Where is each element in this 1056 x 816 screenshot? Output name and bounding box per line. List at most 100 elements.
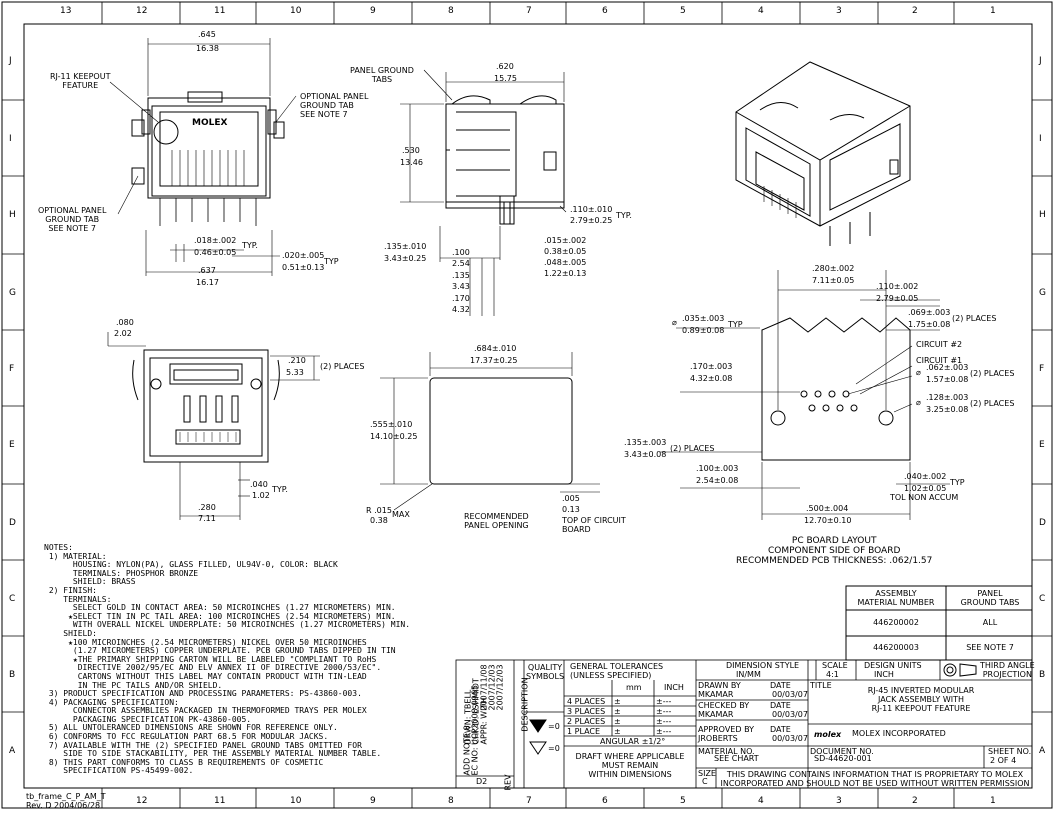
zone-bottom: 10: [290, 796, 302, 806]
dim-label: 16.38: [196, 44, 219, 53]
date-label: DATE: [770, 681, 791, 690]
dim-label: (2) PLACES: [952, 314, 997, 323]
tol-value: ±---: [656, 697, 672, 706]
dim-label: .637: [198, 266, 216, 275]
dim-style-label: DIMENSION STYLE: [726, 661, 800, 670]
dim-label: (2) PLACES: [320, 362, 365, 371]
zone-right: G: [1039, 288, 1046, 298]
assembly-cell: SEE NOTE 7: [966, 643, 1014, 652]
tol-3-places: 3 PLACES: [567, 707, 606, 716]
tol-value: ±: [614, 697, 621, 706]
dim-label: TYP.: [242, 241, 258, 250]
dim-label: (2) PLACES: [970, 399, 1015, 408]
bottom-view: [107, 332, 320, 520]
dim-label: 2.79±0.05: [876, 294, 919, 303]
approved-by-label: APPROVED BY: [698, 725, 755, 734]
dim-label: .100: [452, 248, 470, 257]
dim-label: 2.54: [452, 259, 470, 268]
title-label: TITLE: [810, 681, 832, 690]
zone-top: 2: [912, 6, 918, 16]
rev-letter: D2: [476, 777, 488, 786]
notes-block: NOTES: 1) MATERIAL: HOUSING: NYLON(PA), …: [44, 543, 464, 776]
dim-label: 0.13: [562, 505, 580, 514]
dim-label: 1.02±0.05: [904, 484, 947, 493]
panel-ground-tabs-label: PANEL GROUND TABS: [350, 66, 414, 84]
dim-label: 14.10±0.25: [370, 432, 418, 441]
recommended-panel-label: RECOMMENDED PANEL OPENING: [464, 512, 529, 530]
note-line: TERMINALS:: [44, 594, 112, 604]
zone-right: E: [1039, 440, 1045, 450]
dim-label: 1.22±0.13: [544, 269, 587, 278]
zone-left: B: [9, 670, 16, 680]
tol-value: ±---: [656, 727, 672, 736]
material-no: SEE CHART: [714, 754, 759, 763]
drawn-by: MKAMAR: [698, 690, 734, 699]
zone-top: 13: [60, 6, 72, 16]
note-line: ★100 MICROINCHES (2.54 MICROMETERS) NICK…: [44, 637, 367, 647]
dim-label: ⌀: [672, 318, 677, 327]
zone-bottom: 6: [602, 796, 608, 806]
drawn-date: 00/03/07: [772, 690, 808, 699]
tol-inch-header: INCH: [664, 683, 684, 692]
circuit-2-label: CIRCUIT #2: [916, 340, 963, 349]
note-line: 2) FINISH:: [44, 585, 97, 595]
zone-top: 8: [448, 6, 454, 16]
date-label: DATE: [770, 701, 791, 710]
dim-label: .040±.002: [904, 472, 947, 481]
dim-label: .645: [198, 30, 216, 39]
dim-label: .020±.005: [282, 251, 325, 260]
tol-mm-header: mm: [626, 683, 642, 692]
note-line: ★THE PRIMARY SHIPPING CARTON WILL BE LAB…: [44, 654, 377, 664]
dim-label: 0.51±0.13: [282, 263, 325, 272]
zone-left: D: [9, 518, 16, 528]
dim-label: 4.32: [452, 305, 470, 314]
pcb-layout-view: [660, 270, 950, 520]
dim-label: .128±.003: [926, 393, 969, 402]
dim-label: .048±.005: [544, 258, 587, 267]
dim-label: 2.54±0.08: [696, 476, 739, 485]
checked-by-label: CHECKED BY: [698, 701, 750, 710]
general-tolerances: GENERAL TOLERANCES (UNLESS SPECIFIED): [570, 662, 664, 680]
rj11-keepout-label: RJ-11 KEEPOUT FEATURE: [50, 72, 111, 90]
note-line: CARTONS WITHOUT THIS LABEL MAY CONTAIN P…: [44, 671, 367, 681]
dim-label: .280: [198, 503, 216, 512]
zone-bottom: 7: [526, 796, 532, 806]
dim-label: 1.57±0.08: [926, 375, 969, 384]
rev-label: REV: [503, 774, 513, 791]
dim-label: .530: [402, 146, 420, 155]
zone-bottom: 9: [370, 796, 376, 806]
dim-label: .018±.002: [194, 236, 237, 245]
draft-note: DRAFT WHERE APPLICABLE MUST REMAIN WITHI…: [575, 752, 685, 779]
dim-label: ⌀: [916, 398, 921, 407]
dim-label: TYP: [728, 320, 743, 329]
document-no: SD-44620-001: [814, 754, 872, 763]
dim-label: 2.79±0.25: [570, 216, 613, 225]
quality-symbol-eq: =0: [548, 722, 560, 731]
dim-label: (2) PLACES: [970, 369, 1015, 378]
note-line: ★SELECT TIN IN PC TAIL AREA: 100 MICROIN…: [44, 611, 396, 621]
dim-label: .500±.004: [806, 504, 849, 513]
pcb-layout-caption: PC BOARD LAYOUT COMPONENT SIDE OF BOARD …: [736, 536, 933, 566]
dim-label: .170: [452, 294, 470, 303]
zone-bottom: 5: [680, 796, 686, 806]
zone-top: 11: [214, 6, 226, 16]
dim-label: .040: [250, 480, 268, 489]
tol-1-place: 1 PLACE: [567, 727, 601, 736]
tol-angular: ANGULAR ±1/2°: [600, 737, 666, 746]
rev-date: 2007/12/03: [495, 664, 505, 711]
dim-label: .135±.010: [384, 242, 427, 251]
dim-label: .062±.003: [926, 363, 969, 372]
zone-top: 7: [526, 6, 532, 16]
zone-bottom: 11: [214, 796, 226, 806]
dim-label: .280±.002: [812, 264, 855, 273]
tol-4-places: 4 PLACES: [567, 697, 606, 706]
note-line: 6) CONFORMS TO FCC REGULATION PART 68.5 …: [44, 732, 329, 742]
zone-top: 3: [836, 6, 842, 16]
zone-bottom: 1: [990, 796, 996, 806]
note-line: WITH OVERALL NICKEL UNDERPLATE: 50 MICRO…: [44, 620, 411, 630]
dim-label: .080: [116, 318, 134, 327]
tol-value: ±---: [656, 707, 672, 716]
dim-label: .005: [562, 494, 580, 503]
drawing-title: RJ-45 INVERTED MODULAR JACK ASSEMBLY WIT…: [867, 686, 975, 713]
